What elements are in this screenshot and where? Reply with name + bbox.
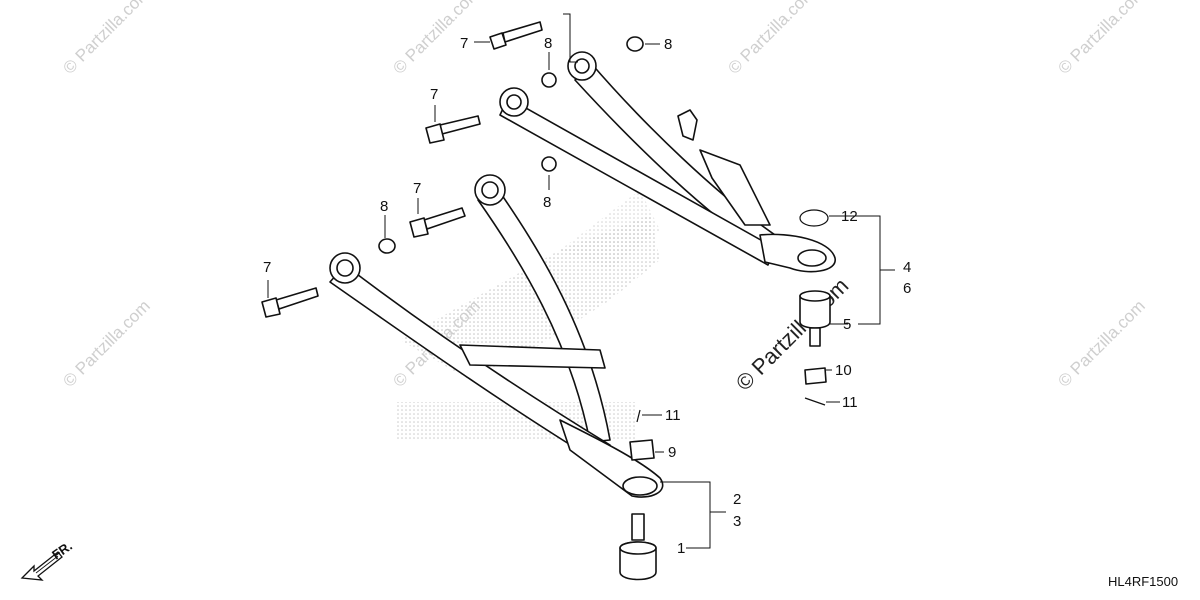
callout-7: 7 xyxy=(413,180,421,197)
lower-arm[interactable] xyxy=(329,174,664,498)
callouts: 7 8 8 7 7 8 8 7 12 4 6 5 10 11 11 9 2 3 … xyxy=(263,35,911,557)
callout-8: 8 xyxy=(543,194,551,211)
callout-2: 2 xyxy=(733,491,741,508)
bolt-7-b[interactable] xyxy=(425,115,481,144)
callout-11: 11 xyxy=(842,394,858,411)
callout-8: 8 xyxy=(544,35,552,52)
callout-11: 11 xyxy=(665,407,681,424)
callout-7: 7 xyxy=(460,35,468,52)
nut-8-b[interactable] xyxy=(541,72,557,88)
watermark-text: © Partzilla.com xyxy=(59,296,153,390)
bolt-7-c[interactable] xyxy=(409,207,466,238)
callout-7: 7 xyxy=(430,86,438,103)
cotter-pin-11-a[interactable] xyxy=(804,397,826,406)
nut-8-d[interactable] xyxy=(378,238,396,254)
ball-joint-1[interactable] xyxy=(619,513,657,581)
callout-4: 4 xyxy=(903,259,911,276)
bolt-7-d[interactable] xyxy=(261,287,319,318)
watermarks: © Partzilla.com © Partzilla.com © Partzi… xyxy=(59,0,1148,396)
callout-8: 8 xyxy=(664,36,672,53)
callout-9: 9 xyxy=(668,444,676,461)
callout-6: 6 xyxy=(903,280,911,297)
callout-5: 5 xyxy=(843,316,851,333)
nut-8-c[interactable] xyxy=(541,156,557,172)
watermark-text: © Partzilla.com xyxy=(724,0,818,78)
callout-12: 12 xyxy=(841,208,858,225)
callout-10: 10 xyxy=(835,362,852,379)
diagram-code: HL4RF1500 xyxy=(1108,574,1178,589)
upper-arm[interactable] xyxy=(499,51,836,273)
watermark-text: © Partzilla.com xyxy=(59,0,153,78)
bolt-7-a[interactable] xyxy=(489,21,543,50)
ball-joint-5[interactable] xyxy=(799,290,831,347)
callout-3: 3 xyxy=(733,513,741,530)
front-arrow-icon xyxy=(20,551,63,581)
cotter-pin-11-b[interactable] xyxy=(636,409,641,423)
leader-lines xyxy=(267,13,895,549)
callout-8: 8 xyxy=(380,198,388,215)
snap-ring-12[interactable] xyxy=(799,209,829,227)
castle-nut-10[interactable] xyxy=(804,367,827,385)
nut-8-a[interactable] xyxy=(626,36,644,52)
callout-1: 1 xyxy=(677,540,685,557)
castle-nut-9[interactable] xyxy=(629,439,655,461)
watermark-text: © Partzilla.com xyxy=(389,0,483,78)
callout-7: 7 xyxy=(263,259,271,276)
watermark-text: © Partzilla.com xyxy=(1054,0,1148,78)
watermark-text: © Partzilla.com xyxy=(1054,296,1148,390)
front-direction-indicator: FR. xyxy=(20,538,75,581)
